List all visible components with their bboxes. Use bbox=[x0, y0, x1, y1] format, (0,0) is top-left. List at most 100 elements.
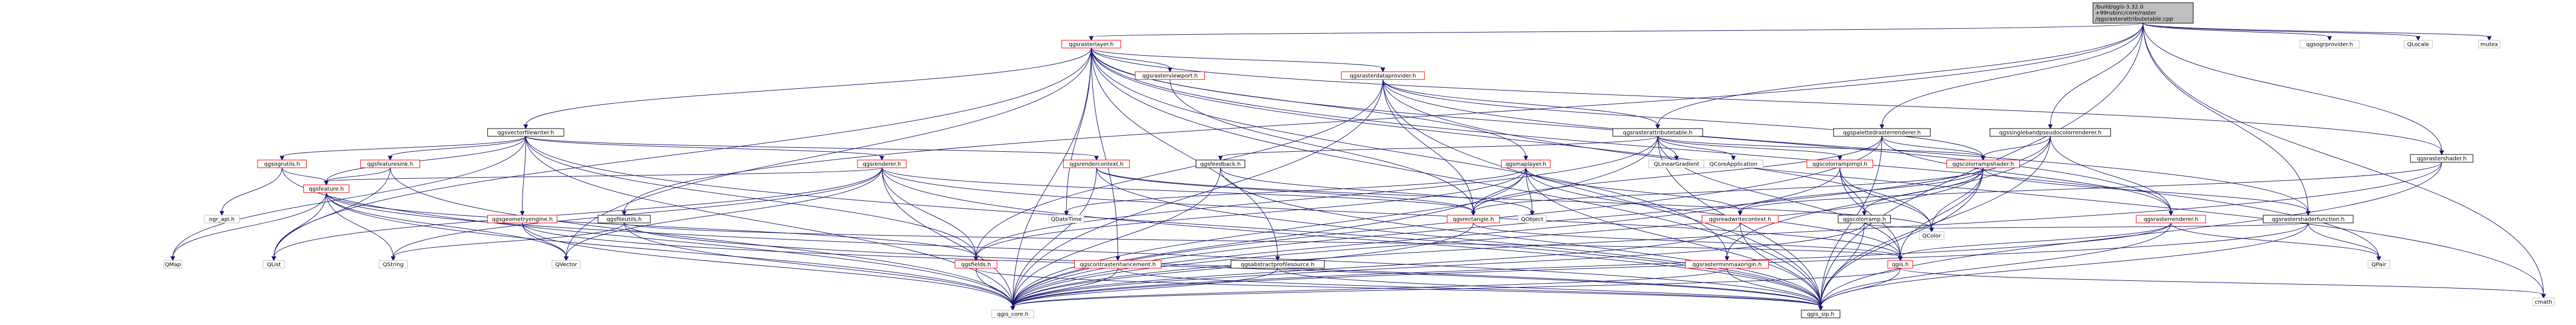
node-qgsrastershader[interactable]: qgsrastershader.h bbox=[2410, 154, 2473, 163]
node-qgsabstractprofilesource[interactable]: qgsabstractprofilesource.h bbox=[1230, 260, 1325, 269]
edge-path bbox=[1881, 23, 2143, 126]
node-qgsrasterminmaxorigin[interactable]: qgsrasterminmaxorigin.h bbox=[1685, 260, 1769, 269]
node-qgsogrutils[interactable]: qgsogrutils.h bbox=[257, 159, 307, 168]
node-qgscolorramp[interactable]: qgscolorramp.h bbox=[1838, 215, 1891, 223]
edge-qgsrasterattributetable-to-qcoreapplication bbox=[1657, 136, 1736, 161]
edge-path bbox=[1096, 167, 1474, 212]
edge-root-to-qgsrastershader bbox=[2142, 23, 2444, 156]
node-qgis[interactable]: qgis.h bbox=[1887, 260, 1913, 269]
node-box bbox=[2367, 260, 2390, 269]
edge-qgsrasterlayer-to-qgsrasterviewport bbox=[1091, 47, 1172, 73]
node-qgscolorrampshader[interactable]: qgscolorrampshader.h bbox=[1946, 159, 2020, 168]
edge-qgsrenderer-to-qgsfeature bbox=[324, 167, 882, 186]
edge-path bbox=[393, 167, 882, 258]
edge-qgsrasterlayer-to-qvector bbox=[563, 47, 1092, 262]
edge-path bbox=[525, 47, 1092, 126]
edge-path bbox=[1091, 23, 2143, 38]
node-qdatetime[interactable]: QDateTime bbox=[1048, 215, 1085, 223]
edge-path bbox=[1012, 167, 1097, 307]
edge-path bbox=[1220, 136, 1658, 157]
edge-path bbox=[1726, 268, 1821, 307]
node-qgsrectangle[interactable]: qgsrectangle.h bbox=[1447, 215, 1500, 223]
node-qgis-core[interactable]: qgis_core.h bbox=[991, 310, 1034, 318]
node-qgsvectorfilewriter[interactable]: qgsvectorfilewriter.h bbox=[487, 128, 564, 137]
node-qvector[interactable]: QVector bbox=[552, 260, 581, 269]
edge-path bbox=[1820, 222, 1865, 307]
edge-root-to-qgsogrprovider bbox=[2142, 23, 2332, 41]
node-qgsfeedback[interactable]: qgsfeedback.h bbox=[1196, 159, 1245, 168]
node-qgsrasterattributetable[interactable]: qgsrasterattributetable.h bbox=[1612, 128, 1703, 137]
node-mutex[interactable]: mutex bbox=[2478, 40, 2500, 49]
edge-path bbox=[1091, 47, 1727, 258]
node-qgsfeature[interactable]: qgsfeature.h bbox=[303, 184, 350, 193]
edge-path bbox=[326, 192, 1821, 307]
edge-path bbox=[1657, 136, 1983, 157]
edge-qgsrastershaderfunction-to-qpair bbox=[2308, 222, 2381, 262]
node-qlist[interactable]: QList bbox=[263, 260, 285, 269]
node-qgsfileutils[interactable]: qgsfileutils.h bbox=[598, 215, 651, 223]
node-qmap[interactable]: QMap bbox=[163, 260, 183, 269]
edge-path bbox=[623, 23, 2143, 212]
node-qgis-sip[interactable]: qgis_sip.h bbox=[1801, 310, 1841, 318]
node-box bbox=[2410, 154, 2473, 163]
node-qpair[interactable]: QPair bbox=[2367, 260, 2390, 269]
node-qgsrenderer[interactable]: qgsrenderer.h bbox=[857, 159, 907, 168]
edge-path bbox=[1066, 47, 1092, 212]
node-qcoreapplication[interactable]: QCoreApplication bbox=[1703, 159, 1763, 168]
node-qgsmaplayer[interactable]: qgsmaplayer.h bbox=[1501, 159, 1551, 168]
node-qgscontrastenhancement[interactable]: qgscontrastenhancement.h bbox=[1074, 260, 1161, 269]
edge-qgsrenderer-to-qgis bbox=[881, 167, 1903, 262]
node-qgscolorrampimpl[interactable]: qgscolorrampimpl.h bbox=[1806, 159, 1874, 168]
edge-path bbox=[1839, 167, 1932, 229]
edge-qgsogrutils-to-qgis_core bbox=[281, 167, 1015, 311]
node-qcolor[interactable]: QColor bbox=[1918, 231, 1945, 240]
node-qgsogrprovider[interactable]: qgsogrprovider.h bbox=[2300, 40, 2360, 49]
edge-qgsfeature-to-qgis_core bbox=[326, 192, 1015, 311]
node-ogr-api[interactable]: ogr_api.h bbox=[204, 215, 240, 223]
node-qgsrasterrenderer[interactable]: qgsrasterrenderer.h bbox=[2136, 215, 2206, 223]
node-label: qgsabstractprofilesource.h bbox=[1241, 262, 1314, 268]
node-box bbox=[1685, 260, 1769, 269]
node-box bbox=[204, 215, 240, 223]
node-box bbox=[1838, 215, 1891, 223]
node-qgsrasterdataprovider[interactable]: qgsrasterdataprovider.h bbox=[1341, 71, 1425, 80]
node-qgsreadwritecontext[interactable]: qgsreadwritecontext.h bbox=[1702, 215, 1779, 223]
node-box bbox=[1517, 215, 1547, 223]
edge-path bbox=[1473, 167, 1983, 212]
edge-qgsrasterrenderer-to-qgis_sip bbox=[1818, 222, 2172, 311]
node-qgsgeometryengine[interactable]: qgsgeometryengine.h bbox=[487, 215, 558, 223]
node-label: qgscolorrampshader.h bbox=[1953, 162, 2014, 168]
node-label: qgsmaplayer.h bbox=[1506, 162, 1546, 168]
node-qlineargradient[interactable]: QLinearGradient bbox=[1648, 159, 1705, 168]
node-qgssinglebandpseudocolorrenderer[interactable]: qgssinglebandpseudocolorrenderer.h bbox=[1990, 128, 2111, 137]
edge-path bbox=[390, 167, 1014, 307]
edge-path bbox=[881, 167, 1821, 307]
node-box bbox=[1833, 128, 1931, 137]
edge-path bbox=[1820, 222, 2172, 307]
node-qgsfields[interactable]: qgsfields.h bbox=[954, 260, 998, 269]
node-qgsrasterviewport[interactable]: qgsrasterviewport.h bbox=[1135, 71, 1205, 80]
edge-qgsrenderer-to-qvector bbox=[563, 167, 882, 262]
node-qobject[interactable]: QObject bbox=[1517, 215, 1547, 223]
node-label: qgsrasterattributetable.h bbox=[1623, 130, 1693, 136]
node-qgsrendercontext[interactable]: qgsrendercontext.h bbox=[1063, 159, 1130, 168]
edge-qgsfeature-to-qgsfields bbox=[326, 192, 979, 262]
node-qgsfeaturesink[interactable]: qgsfeaturesink.h bbox=[360, 159, 420, 168]
edge-arrowhead bbox=[523, 124, 529, 130]
node-box bbox=[1501, 159, 1551, 168]
node-label: qgsrasterlayer.h bbox=[1069, 42, 1113, 48]
node-qstring[interactable]: QString bbox=[378, 260, 408, 269]
node-box bbox=[1612, 128, 1703, 137]
node-qgsrasterlayer[interactable]: qgsrasterlayer.h bbox=[1061, 40, 1121, 49]
node-qgspalettedrasterrenderer[interactable]: qgspalettedrasterrenderer.h bbox=[1833, 128, 1931, 137]
edge-path bbox=[1526, 167, 1821, 307]
node-qlocale[interactable]: QLocale bbox=[2403, 40, 2433, 49]
node-label: QColor bbox=[1922, 233, 1942, 239]
edge-arrowhead bbox=[1818, 306, 1823, 311]
edge-path bbox=[1900, 268, 2544, 295]
edge-path bbox=[881, 167, 1901, 258]
node-cmath[interactable]: cmath bbox=[2532, 297, 2555, 306]
node-qgsrastershaderfunction[interactable]: qgsrastershaderfunction.h bbox=[2263, 215, 2354, 223]
edge-path bbox=[525, 136, 882, 157]
edge-arrowhead bbox=[219, 211, 225, 216]
